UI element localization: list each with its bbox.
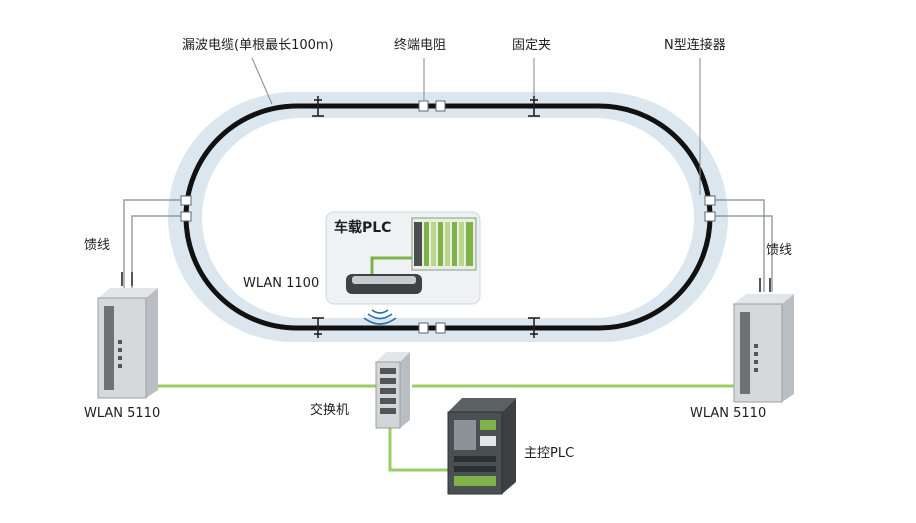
terminal-resistor-bottom-b (435, 322, 446, 334)
master-plc-device (447, 398, 516, 495)
label-leaders (251, 57, 701, 195)
fixing-clip-icon (528, 96, 540, 117)
fixing-clip-icon (528, 317, 540, 338)
wlan-5110-left-device (97, 272, 158, 399)
terminal-resistor-bottom-a (418, 322, 429, 334)
feeder-lines-left (123, 199, 181, 290)
wifi-icon (363, 309, 397, 325)
wlan-1100-device (346, 274, 422, 294)
wlan-5110-right-device (733, 278, 794, 403)
ethernet-lines (158, 384, 734, 472)
fixing-clip-icon (312, 96, 324, 117)
terminal-resistor-left-a (180, 195, 192, 206)
wlan-5110-left-label: WLAN 5110 (84, 406, 161, 421)
fixing-clip-icon (312, 317, 324, 338)
vehicle-plc-label: 车载PLC (334, 220, 392, 236)
terminal-resistor-top-a (418, 100, 429, 112)
switch-device (375, 352, 410, 429)
feeder-label-left: 馈线 (84, 238, 111, 253)
vehicle-link-line (370, 256, 412, 276)
wlan-1100-label: WLAN 1100 (243, 276, 320, 291)
terminal-resistor-top-b (435, 100, 446, 112)
master-plc-label: 主控PLC (524, 446, 575, 461)
terminal-resistor-right-b (704, 211, 716, 222)
leaky-cable-label: 漏波电缆(单根最长100m) (182, 38, 334, 53)
fixing-clip-label: 固定夹 (512, 38, 552, 53)
vehicle-plc-module (411, 217, 477, 271)
wlan-5110-right-label: WLAN 5110 (690, 406, 767, 421)
feeder-label-right: 馈线 (766, 243, 793, 258)
n-connector-label: N型连接器 (664, 38, 726, 53)
terminal-resistor-right-a (704, 195, 716, 206)
terminal-resistor-label: 终端电阻 (394, 38, 447, 53)
terminal-resistor-left-b (180, 211, 192, 222)
feeder-lines-right (715, 199, 773, 292)
switch-label: 交换机 (310, 403, 350, 418)
